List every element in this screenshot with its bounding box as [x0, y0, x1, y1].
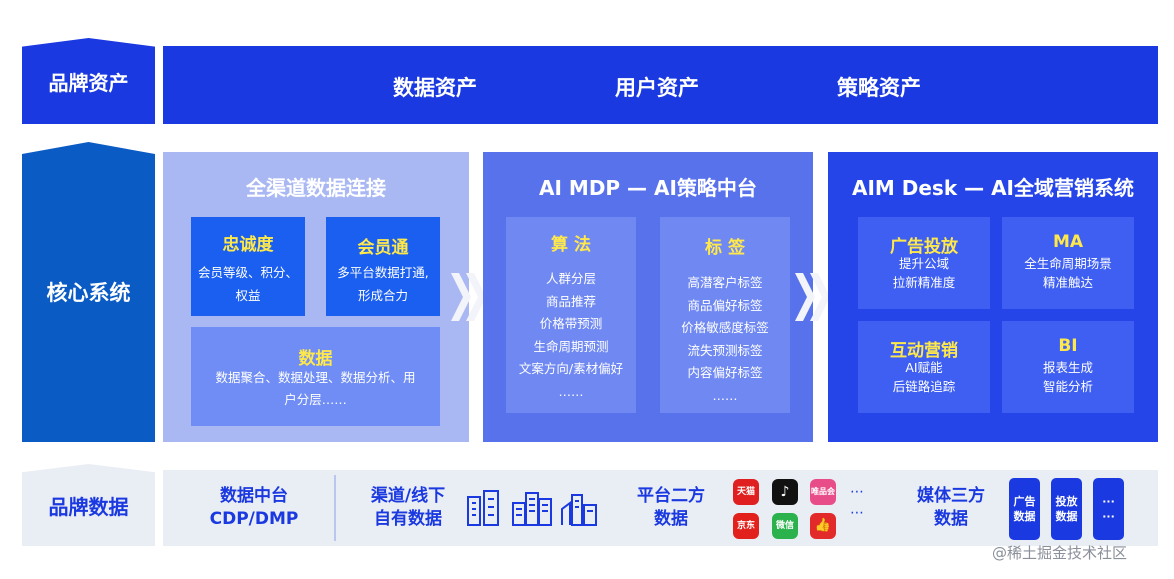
bi-title: BI	[1058, 336, 1078, 356]
membership-text-1: 多平台数据打通,	[337, 265, 429, 280]
tag-title: 标 签	[705, 238, 745, 258]
delivery-data-line-1: 投放	[1055, 495, 1078, 508]
tag-item: ……	[712, 387, 738, 403]
core-system-label: 核心系统	[22, 142, 155, 442]
more-media-box: ··· ···	[1093, 478, 1124, 540]
brand-data-band	[163, 470, 1158, 546]
ad-delivery-title: 广告投放	[890, 237, 958, 257]
cdp-line-2: CDP/DMP	[209, 509, 299, 529]
brand-data-label: 品牌数据	[22, 464, 155, 546]
data-title: 数据	[298, 349, 333, 369]
platform-line-2: 数据	[654, 509, 688, 529]
more-platforms-dots: ⋯	[850, 484, 866, 500]
watermark: @稀土掘金技术社区	[992, 544, 1128, 562]
user-assets-label: 用户资产	[615, 76, 699, 100]
tag-item: 高潜客户标签	[687, 275, 763, 290]
ai-mdp-panel-title: AI MDP — AI策略中台	[539, 176, 757, 200]
offline-line-2: 自有数据	[374, 509, 442, 529]
algorithm-item: 人群分层	[545, 271, 596, 286]
interactive-marketing-text-1: AI赋能	[905, 360, 943, 375]
platform-line-1: 平台二方	[637, 486, 705, 506]
loyalty-title: 忠诚度	[222, 235, 274, 255]
skyline-icon	[561, 494, 597, 526]
algorithm-item: 生命周期预测	[533, 338, 609, 354]
cdp-label: 数据中台 CDP/DMP	[198, 485, 310, 531]
interactive-marketing-box	[858, 321, 990, 413]
strategy-assets-label: 策略资产	[837, 76, 921, 100]
bi-text-1: 报表生成	[1042, 360, 1093, 375]
algorithm-title: 算 法	[551, 235, 591, 255]
cdp-line-1: 数据中台	[220, 486, 288, 506]
more-media-dots: ···	[1102, 510, 1115, 523]
building-icon	[467, 490, 499, 526]
ad-data-box: 广告数据	[1009, 478, 1040, 540]
ad-data-line-1: 广告	[1013, 495, 1036, 508]
interactive-marketing-text-2: 后链路追踪	[892, 379, 956, 394]
kuaishou-icon: 👍	[810, 513, 836, 539]
membership-text-2: 形成合力	[357, 288, 408, 303]
ad-delivery-text-2: 拉新精准度	[892, 275, 956, 290]
tag-item: 内容偏好标签	[687, 365, 763, 380]
data-box	[191, 327, 440, 426]
algorithm-item: 价格带预测	[539, 316, 603, 331]
media-data-label: 媒体三方 数据	[903, 485, 999, 531]
algorithm-item: 商品推荐	[545, 293, 596, 309]
ma-title: MA	[1052, 232, 1084, 252]
media-line-2: 数据	[934, 509, 968, 529]
data-text-2: 户分层……	[284, 392, 347, 407]
loyalty-box	[191, 217, 305, 316]
aim-desk-panel-title: AIM Desk — AI全域营销系统	[851, 176, 1134, 200]
data-text-1: 数据聚合、数据处理、数据分析、用	[215, 370, 416, 385]
ma-text-1: 全生命周期场景	[1024, 256, 1112, 271]
media-line-1: 媒体三方	[917, 486, 985, 506]
delivery-data-box: 投放数据	[1051, 478, 1082, 540]
delivery-data-line-2: 数据	[1055, 510, 1078, 523]
offline-data-label: 渠道/线下 自有数据	[356, 485, 460, 531]
douyin-icon: ♪	[772, 479, 798, 505]
tag-item: 价格敏感度标签	[681, 320, 769, 335]
bi-box	[1002, 321, 1134, 413]
tag-item: 商品偏好标签	[687, 297, 763, 313]
membership-title: 会员通	[357, 238, 409, 258]
brand-assets-label: 品牌资产	[22, 38, 155, 124]
algorithm-item: ……	[558, 383, 584, 399]
ma-box	[1002, 217, 1134, 309]
city-icon	[512, 492, 552, 526]
tag-item: 流失预测标签	[687, 342, 763, 358]
ad-delivery-box	[858, 217, 990, 309]
loyalty-text-1: 会员等级、积分、	[197, 265, 298, 280]
divider	[334, 475, 336, 541]
jd-icon: 京东	[733, 513, 759, 539]
data-assets-label: 数据资产	[393, 76, 477, 100]
tmall-icon: 天猫	[733, 479, 759, 505]
ad-data-line-2: 数据	[1013, 510, 1036, 523]
brand-assets-band	[163, 46, 1158, 124]
interactive-marketing-title: 互动营销	[890, 341, 958, 361]
algorithm-column	[506, 217, 636, 413]
tag-list: 高潜客户标签 商品偏好标签 价格敏感度标签 流失预测标签 内容偏好标签 ……	[660, 272, 790, 407]
vipshop-icon: 唯品会	[810, 479, 836, 505]
algorithm-list: 人群分层 商品推荐 价格带预测 生命周期预测 文案方向/素材偏好 ……	[506, 268, 636, 403]
offline-line-1: 渠道/线下	[370, 486, 446, 506]
more-platforms-dots: ⋯	[850, 505, 866, 521]
bi-text-2: 智能分析	[1042, 379, 1093, 394]
ma-text-2: 精准触达	[1042, 275, 1093, 290]
omnichannel-panel-title: 全渠道数据连接	[246, 176, 386, 200]
loyalty-text-2: 权益	[235, 288, 261, 303]
platform-data-label: 平台二方 数据	[622, 485, 720, 531]
algorithm-item: 文案方向/素材偏好	[518, 361, 624, 376]
tag-column	[660, 217, 790, 413]
more-media-dots: ···	[1102, 495, 1115, 508]
membership-box	[326, 217, 440, 316]
wechat-icon: 微信	[772, 513, 798, 539]
ad-delivery-text-1: 提升公域	[898, 256, 949, 271]
